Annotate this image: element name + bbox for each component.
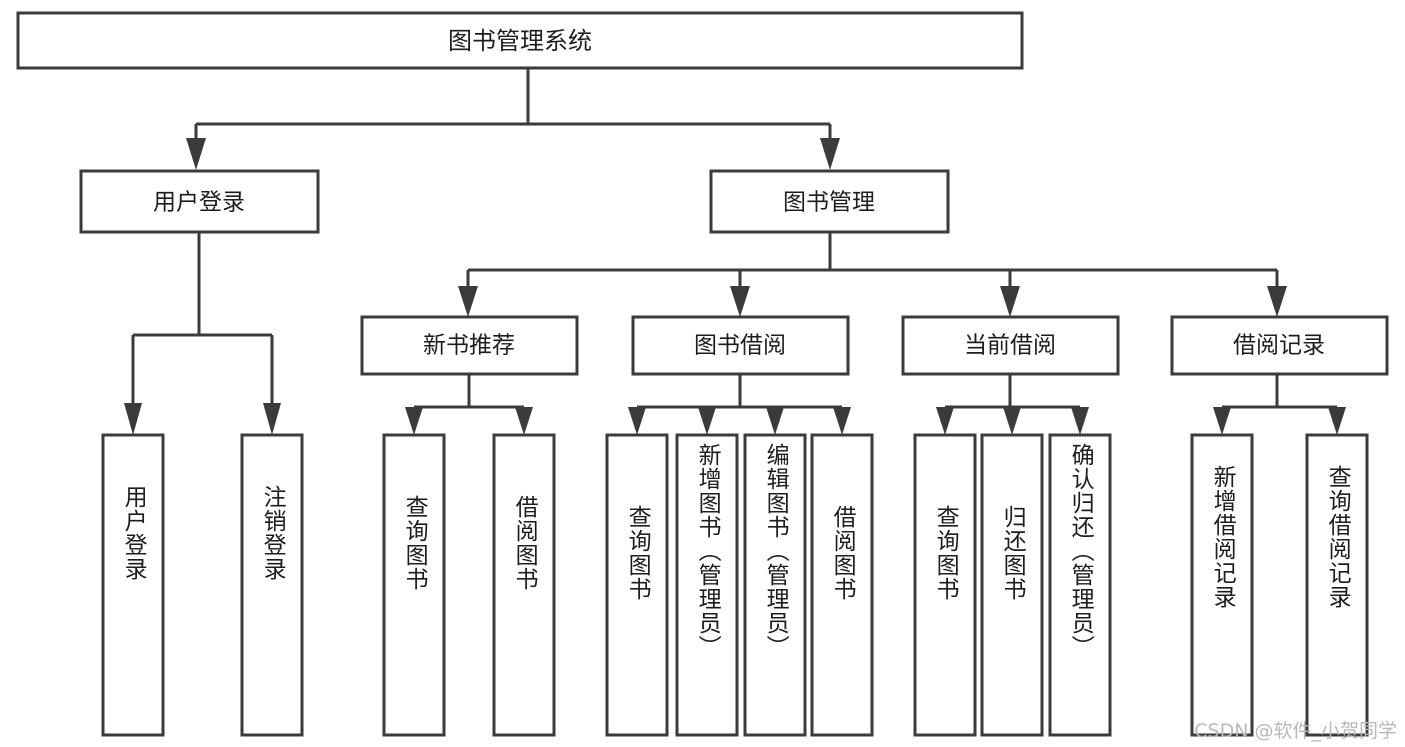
node-book-manage-box[interactable] [709, 169, 950, 234]
arrow-head-leaf-return-book [1003, 407, 1021, 435]
node-borrow-record[interactable]: 借阅记录 [1170, 315, 1389, 376]
leaf-box-edit-book[interactable] [743, 433, 807, 737]
leaf-box-add-book[interactable] [675, 433, 739, 737]
node-root-label: 图书管理系统 [448, 27, 592, 55]
node-new-book-recommend-box[interactable] [360, 315, 579, 376]
connector-user-login-to-leaves [124, 232, 281, 435]
node-current-borrow-label: 当前借阅 [964, 333, 1056, 359]
leaf-box-add-record[interactable] [1190, 433, 1254, 737]
arrow-head-leaf-query-record [1328, 407, 1346, 435]
arrow-head-new-book [458, 286, 478, 317]
node-user-login[interactable]: 用户登录 [79, 169, 320, 234]
node-current-borrow-box[interactable] [901, 315, 1120, 376]
arrow-head-current-borrow [1000, 286, 1020, 317]
node-borrow-record-label: 借阅记录 [1233, 333, 1325, 359]
arrow-head-user-login [186, 138, 206, 170]
node-book-borrow-box[interactable] [631, 315, 850, 376]
leaf-box-borrow-book-2[interactable] [810, 433, 874, 737]
leaf-box-return-book[interactable] [980, 433, 1044, 737]
leaf-box-borrow-book-1[interactable] [492, 433, 556, 737]
leaf-boxes [101, 433, 1369, 737]
arrow-head-leaf-borrow-book-1 [515, 407, 533, 435]
leaf-box-query-book-1[interactable] [382, 433, 446, 737]
node-borrow-record-box[interactable] [1170, 315, 1389, 376]
node-book-manage[interactable]: 图书管理 [709, 169, 950, 234]
leaf-box-logout[interactable] [240, 433, 304, 737]
leaf-box-query-record[interactable] [1305, 433, 1369, 737]
connector-borrow-record-to-leaves [1213, 374, 1346, 435]
leaf-box-confirm-return[interactable] [1048, 433, 1112, 737]
node-root-box[interactable] [16, 11, 1024, 70]
leaf-box-user-login[interactable] [101, 433, 165, 737]
node-book-manage-label: 图书管理 [783, 190, 875, 216]
connector-current-borrow-to-leaves [936, 374, 1089, 435]
arrow-head-book-manage [820, 138, 840, 170]
connector-book-borrow-to-leaves [628, 374, 851, 435]
arrow-head-leaf-query-book-3 [936, 407, 954, 435]
node-user-login-label: 用户登录 [153, 190, 245, 216]
arrow-head-leaf-user-login [124, 403, 142, 435]
arrow-head-borrow-record [1267, 286, 1287, 317]
leaf-box-query-book-2[interactable] [605, 433, 669, 737]
node-new-book-recommend[interactable]: 新书推荐 [360, 315, 579, 376]
node-new-book-recommend-label: 新书推荐 [423, 333, 515, 359]
node-user-login-box[interactable] [79, 169, 320, 234]
arrow-head-leaf-edit-book [766, 407, 784, 435]
connector-new-book-to-leaves [405, 374, 533, 435]
arrow-head-leaf-add-record [1213, 407, 1231, 435]
node-current-borrow[interactable]: 当前借阅 [901, 315, 1120, 376]
arrow-head-leaf-logout [263, 403, 281, 435]
arrow-head-leaf-query-book-1 [405, 407, 423, 435]
node-root[interactable]: 图书管理系统 [16, 11, 1024, 70]
connector-book-manage-to-level3 [458, 232, 1287, 317]
leaf-box-query-book-3[interactable] [913, 433, 977, 737]
arrow-head-leaf-borrow-book-2 [833, 407, 851, 435]
arrow-head-leaf-confirm-return [1071, 407, 1089, 435]
arrow-head-book-borrow [730, 286, 750, 317]
node-book-borrow-label: 图书借阅 [694, 333, 786, 359]
connector-root-to-level2 [186, 68, 840, 170]
node-book-borrow[interactable]: 图书借阅 [631, 315, 850, 376]
arrow-head-leaf-add-book [698, 407, 716, 435]
arrow-head-leaf-query-book-2 [628, 407, 646, 435]
